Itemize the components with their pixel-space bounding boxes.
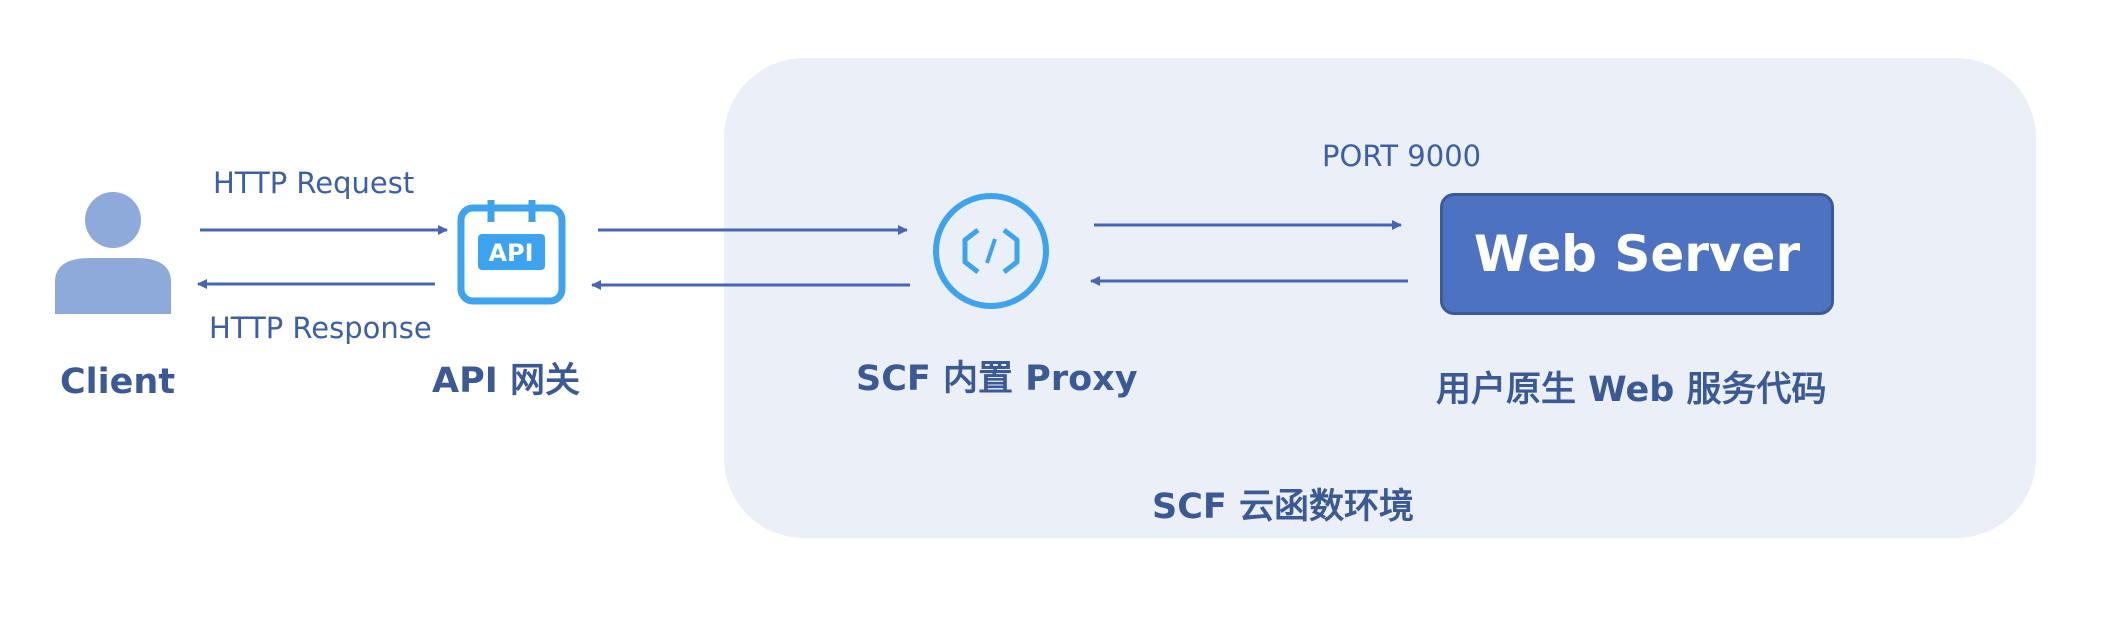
environment-label: SCF 云函数环境 — [1152, 487, 1414, 527]
api-gateway-label: API 网关 — [432, 361, 580, 401]
proxy-code-icon — [933, 193, 1049, 309]
user-icon — [55, 192, 171, 314]
client-label: Client — [60, 362, 176, 402]
web-server-box: Web Server — [1440, 193, 1834, 315]
proxy-label: SCF 内置 Proxy — [856, 359, 1138, 399]
api-gateway-icon: API — [457, 200, 566, 305]
webserver-caption: 用户原生 Web 服务代码 — [1436, 370, 1827, 410]
web-server-label: Web Server — [1473, 225, 1801, 283]
http-response-label: HTTP Response — [209, 311, 432, 345]
svg-text:API: API — [488, 239, 533, 267]
http-request-label: HTTP Request — [213, 166, 415, 200]
port-label: PORT 9000 — [1322, 139, 1482, 173]
